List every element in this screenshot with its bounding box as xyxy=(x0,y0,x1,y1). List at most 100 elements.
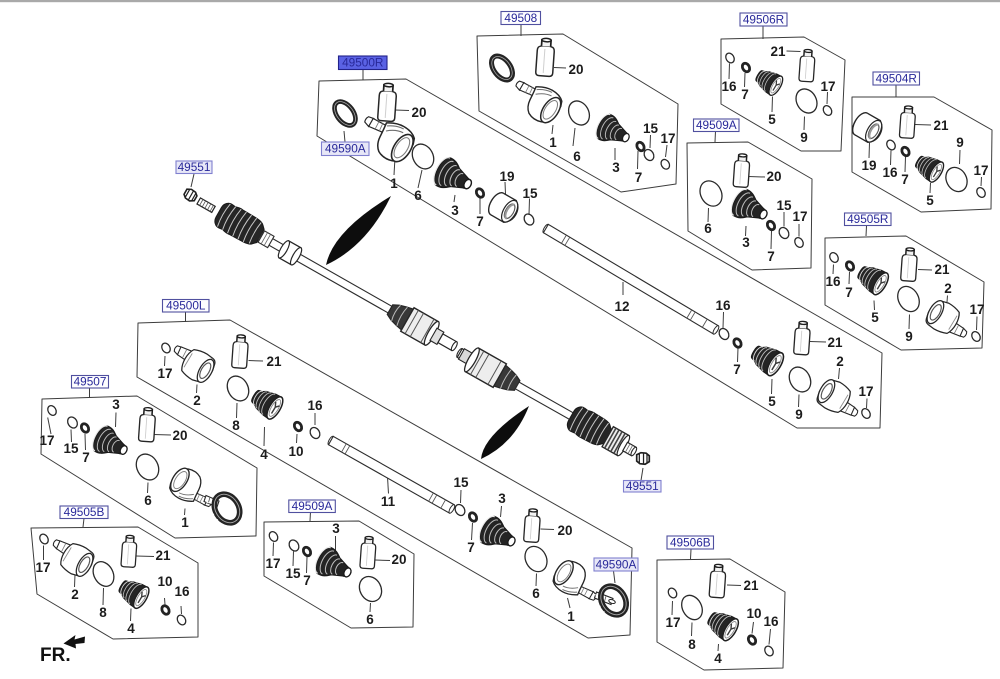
svg-text:6: 6 xyxy=(366,612,374,627)
svg-text:3: 3 xyxy=(332,521,340,536)
svg-text:49590A: 49590A xyxy=(596,557,637,571)
svg-text:6: 6 xyxy=(704,221,712,236)
svg-text:4: 4 xyxy=(714,651,722,666)
svg-text:9: 9 xyxy=(795,407,803,422)
svg-text:16: 16 xyxy=(307,398,323,413)
svg-text:21: 21 xyxy=(933,118,949,133)
svg-text:7: 7 xyxy=(741,87,749,102)
svg-text:21: 21 xyxy=(266,354,282,369)
svg-text:7: 7 xyxy=(901,172,909,187)
svg-text:10: 10 xyxy=(746,606,761,621)
svg-text:49508: 49508 xyxy=(504,11,537,25)
svg-text:4: 4 xyxy=(127,621,135,636)
svg-text:9: 9 xyxy=(956,135,964,150)
svg-text:17: 17 xyxy=(973,163,988,178)
svg-text:7: 7 xyxy=(733,362,741,377)
svg-text:7: 7 xyxy=(467,540,475,555)
svg-text:17: 17 xyxy=(35,560,50,575)
svg-text:7: 7 xyxy=(767,249,775,264)
svg-text:16: 16 xyxy=(825,274,841,289)
svg-text:49506B: 49506B xyxy=(670,535,711,549)
svg-text:5: 5 xyxy=(768,112,776,127)
svg-text:17: 17 xyxy=(265,556,280,571)
svg-text:17: 17 xyxy=(792,209,807,224)
svg-text:21: 21 xyxy=(934,262,950,277)
svg-text:5: 5 xyxy=(768,394,776,409)
svg-text:3: 3 xyxy=(112,397,120,412)
svg-text:19: 19 xyxy=(861,158,876,173)
svg-text:7: 7 xyxy=(635,170,643,185)
svg-text:17: 17 xyxy=(969,302,984,317)
svg-text:15: 15 xyxy=(285,566,301,581)
svg-text:17: 17 xyxy=(39,433,54,448)
svg-text:10: 10 xyxy=(288,444,303,459)
svg-text:2: 2 xyxy=(944,281,952,296)
svg-text:49507: 49507 xyxy=(74,375,107,389)
svg-text:1: 1 xyxy=(549,135,557,150)
svg-text:20: 20 xyxy=(766,169,781,184)
svg-text:6: 6 xyxy=(414,188,422,203)
svg-text:17: 17 xyxy=(660,131,675,146)
svg-text:5: 5 xyxy=(871,310,879,325)
svg-text:FR.: FR. xyxy=(40,645,71,666)
svg-text:12: 12 xyxy=(614,299,629,314)
svg-text:1: 1 xyxy=(567,609,575,624)
svg-text:49500L: 49500L xyxy=(166,299,206,313)
svg-text:2: 2 xyxy=(193,393,201,408)
svg-text:15: 15 xyxy=(776,198,792,213)
svg-text:16: 16 xyxy=(721,79,737,94)
svg-text:49590A: 49590A xyxy=(325,142,366,156)
svg-text:49506R: 49506R xyxy=(743,12,784,26)
svg-text:16: 16 xyxy=(174,584,190,599)
svg-text:7: 7 xyxy=(476,214,484,229)
svg-text:3: 3 xyxy=(498,491,506,506)
svg-text:6: 6 xyxy=(532,586,540,601)
svg-text:5: 5 xyxy=(926,193,934,208)
svg-text:49509A: 49509A xyxy=(696,118,737,132)
svg-text:20: 20 xyxy=(557,523,572,538)
svg-text:49505B: 49505B xyxy=(64,505,105,519)
svg-text:11: 11 xyxy=(381,494,396,509)
svg-text:20: 20 xyxy=(172,428,187,443)
svg-text:16: 16 xyxy=(882,165,898,180)
svg-text:21: 21 xyxy=(743,578,759,593)
svg-text:15: 15 xyxy=(522,186,538,201)
svg-text:3: 3 xyxy=(451,203,459,218)
svg-text:20: 20 xyxy=(411,105,426,120)
svg-text:17: 17 xyxy=(665,615,680,630)
svg-text:20: 20 xyxy=(568,62,583,77)
svg-text:15: 15 xyxy=(453,475,469,490)
svg-text:49500R: 49500R xyxy=(342,56,383,70)
svg-text:49504R: 49504R xyxy=(876,71,917,85)
svg-text:20: 20 xyxy=(391,552,406,567)
svg-text:17: 17 xyxy=(820,79,835,94)
svg-text:17: 17 xyxy=(858,384,873,399)
svg-text:21: 21 xyxy=(827,335,843,350)
svg-text:15: 15 xyxy=(643,121,659,136)
svg-text:19: 19 xyxy=(499,169,514,184)
svg-text:16: 16 xyxy=(763,614,779,629)
svg-text:8: 8 xyxy=(99,605,107,620)
svg-text:2: 2 xyxy=(71,587,79,602)
svg-text:7: 7 xyxy=(845,285,853,300)
svg-text:9: 9 xyxy=(800,130,808,145)
svg-text:16: 16 xyxy=(715,298,731,313)
svg-text:1: 1 xyxy=(181,515,189,530)
svg-text:49509A: 49509A xyxy=(292,499,333,513)
svg-text:3: 3 xyxy=(742,235,750,250)
svg-text:6: 6 xyxy=(573,149,581,164)
svg-text:15: 15 xyxy=(63,441,79,456)
svg-text:1: 1 xyxy=(390,176,398,191)
svg-text:2: 2 xyxy=(836,354,844,369)
svg-text:3: 3 xyxy=(612,160,620,175)
svg-text:7: 7 xyxy=(303,573,311,588)
svg-text:49551: 49551 xyxy=(626,479,659,493)
svg-text:7: 7 xyxy=(82,450,90,465)
svg-text:8: 8 xyxy=(232,418,240,433)
svg-text:8: 8 xyxy=(688,637,696,652)
svg-text:6: 6 xyxy=(144,493,152,508)
svg-text:4: 4 xyxy=(260,447,268,462)
svg-text:21: 21 xyxy=(155,548,171,563)
svg-text:10: 10 xyxy=(157,574,172,589)
svg-text:9: 9 xyxy=(905,329,913,344)
